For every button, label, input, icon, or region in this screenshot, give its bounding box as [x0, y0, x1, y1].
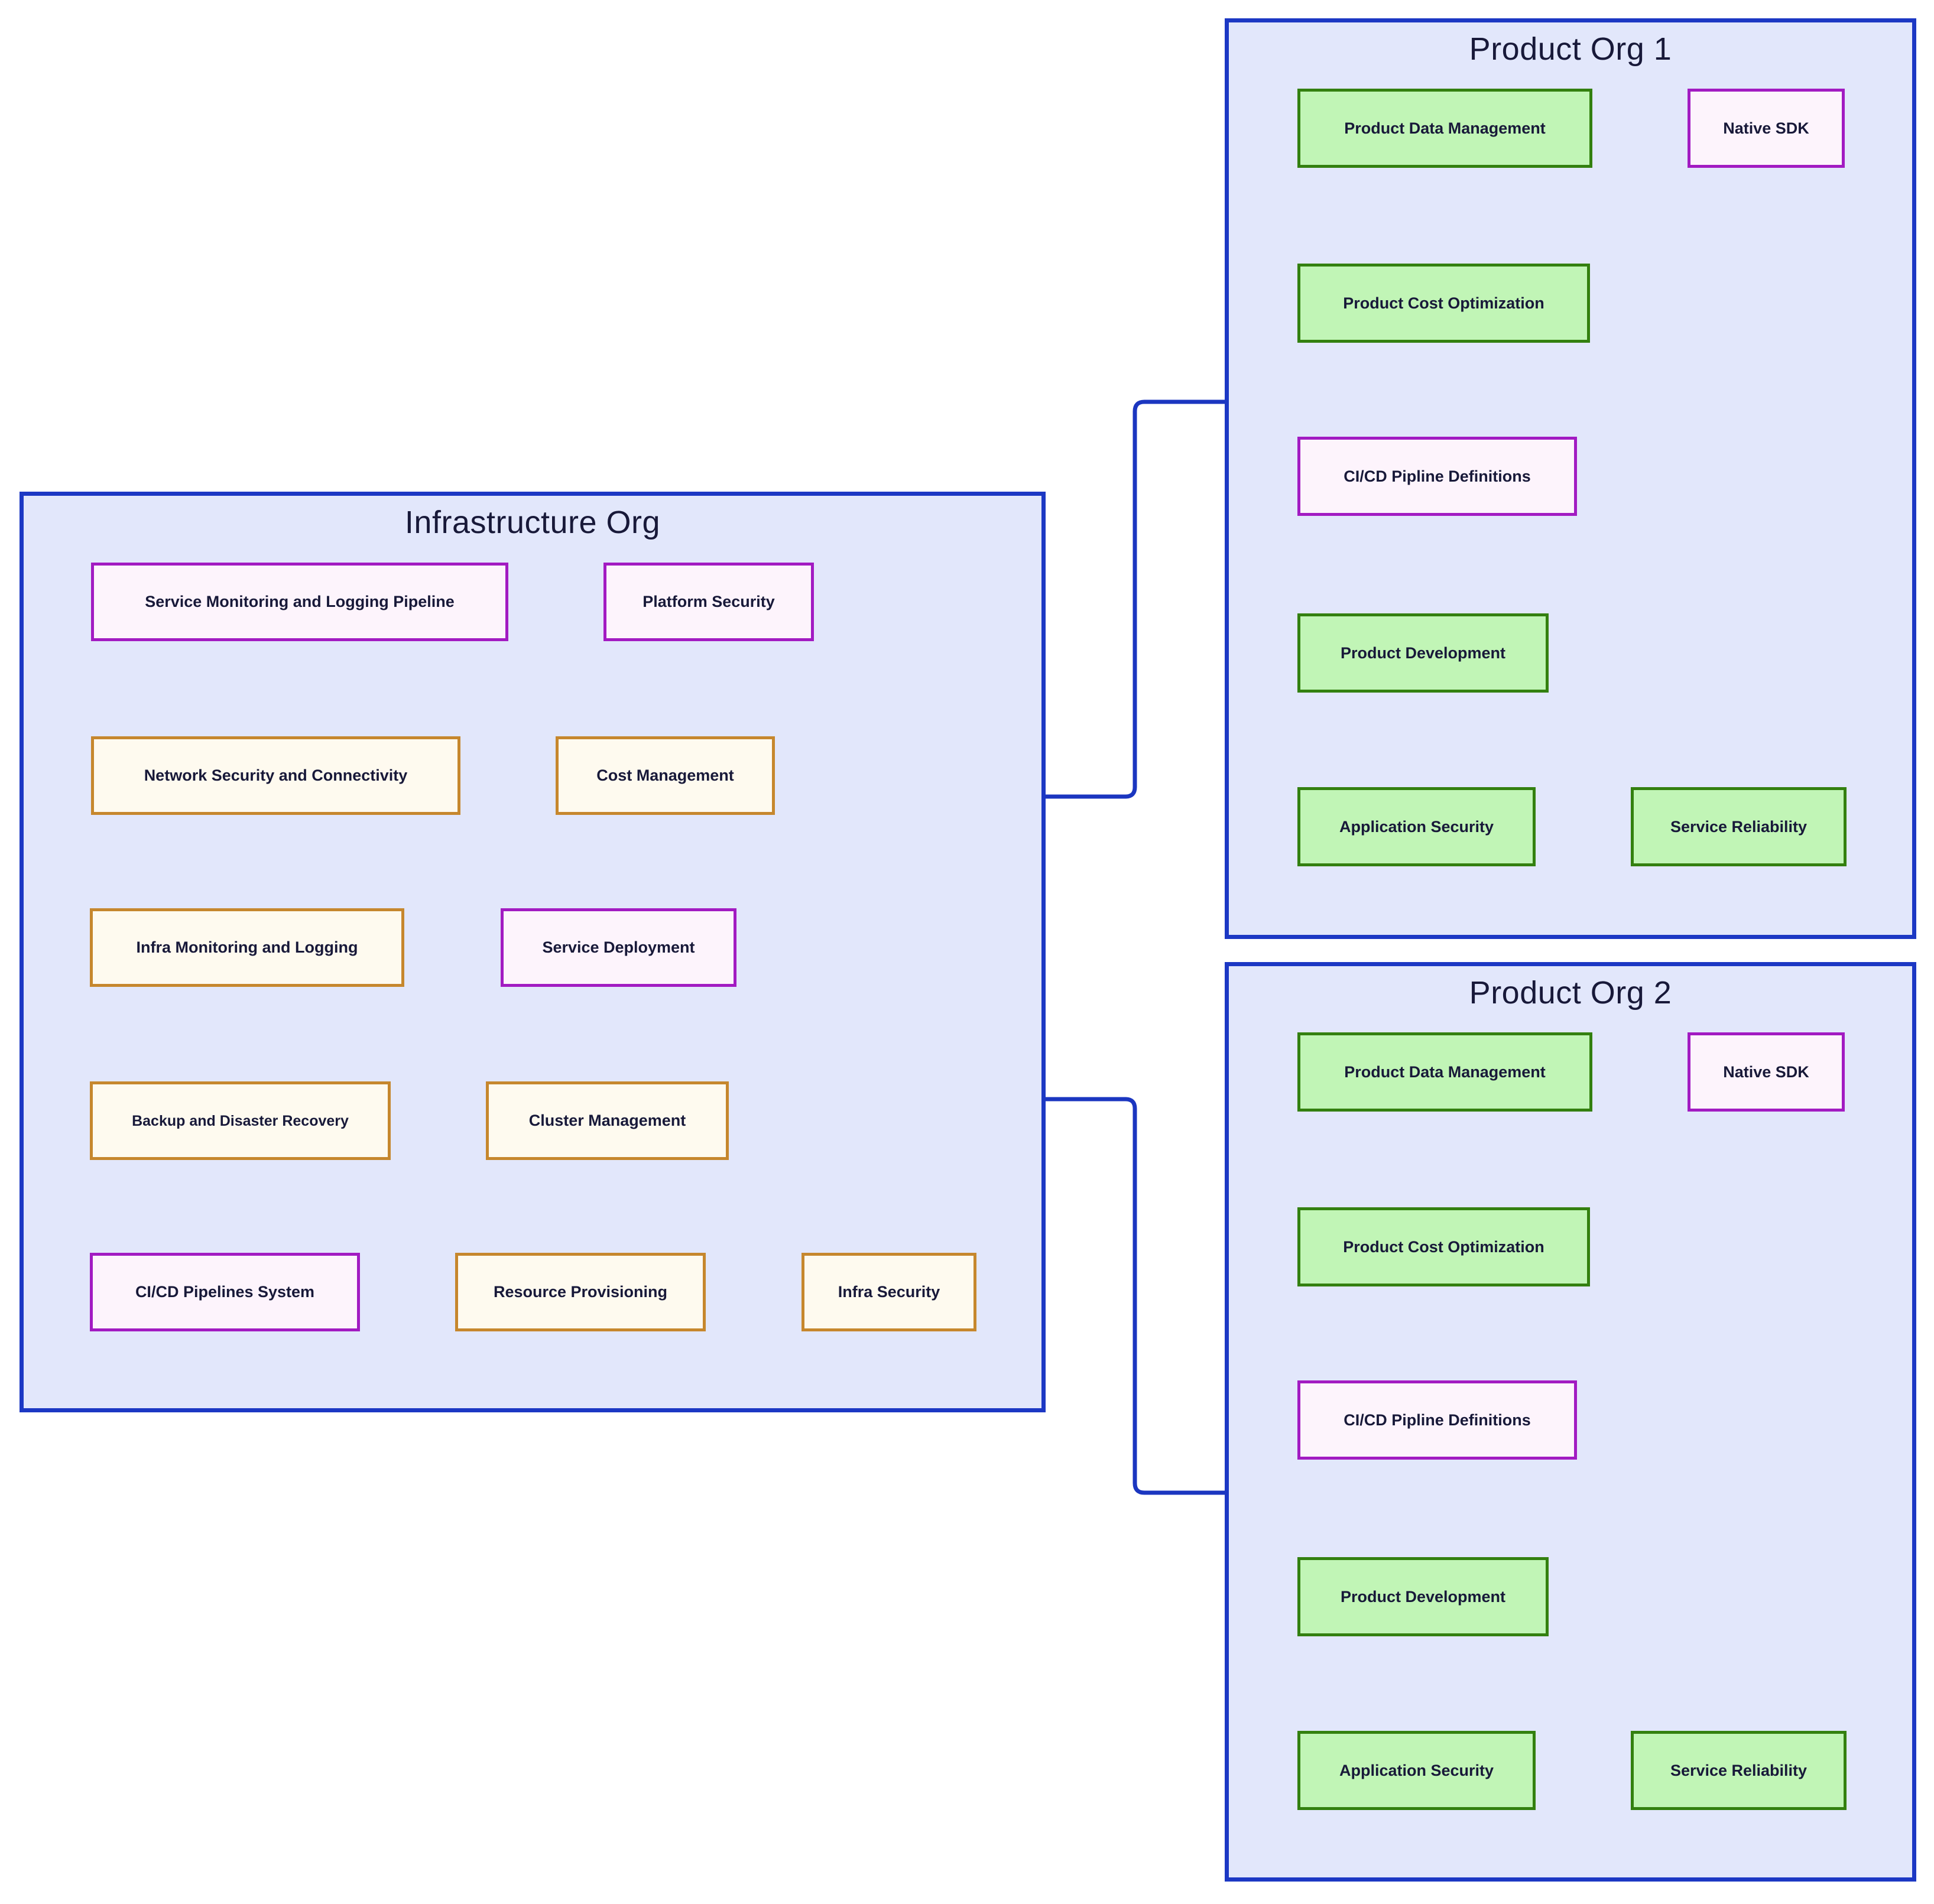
node-org2-product-data-management: Product Data Management [1297, 1032, 1592, 1112]
node-network-security-and-connectivity: Network Security and Connectivity [91, 736, 460, 815]
node-infra-monitoring-and-logging: Infra Monitoring and Logging [90, 908, 404, 987]
node-org1-product-data-management: Product Data Management [1297, 89, 1592, 168]
node-service-deployment: Service Deployment [501, 908, 736, 987]
node-org2-product-cost-optimization: Product Cost Optimization [1297, 1207, 1590, 1286]
node-infra-security: Infra Security [801, 1253, 976, 1331]
connector-infra-to-product-org-1 [1046, 399, 1225, 799]
node-cost-management: Cost Management [556, 736, 775, 815]
node-cicd-pipelines-system: CI/CD Pipelines System [90, 1253, 360, 1331]
node-org1-cicd-pipline-definitions: CI/CD Pipline Definitions [1297, 437, 1577, 516]
node-org2-native-sdk: Native SDK [1688, 1032, 1845, 1112]
node-service-monitoring-and-logging-pipeline: Service Monitoring and Logging Pipeline [91, 563, 508, 641]
cluster-title-product-org-2: Product Org 2 [1469, 975, 1672, 1011]
cluster-title-product-org-1: Product Org 1 [1469, 31, 1672, 67]
node-org2-service-reliability: Service Reliability [1631, 1731, 1847, 1810]
node-backup-and-disaster-recovery: Backup and Disaster Recovery [90, 1081, 391, 1160]
node-org1-product-development: Product Development [1297, 613, 1549, 693]
node-org1-native-sdk: Native SDK [1688, 89, 1845, 168]
node-org2-application-security: Application Security [1297, 1731, 1536, 1810]
node-platform-security: Platform Security [603, 563, 814, 641]
cluster-title-infrastructure-org: Infrastructure Org [404, 505, 661, 540]
node-org2-product-development: Product Development [1297, 1557, 1549, 1636]
node-cluster-management: Cluster Management [486, 1081, 729, 1160]
node-resource-provisioning: Resource Provisioning [455, 1253, 706, 1331]
node-org2-cicd-pipline-definitions: CI/CD Pipline Definitions [1297, 1380, 1577, 1460]
node-org1-application-security: Application Security [1297, 787, 1536, 866]
node-org1-product-cost-optimization: Product Cost Optimization [1297, 264, 1590, 343]
node-org1-service-reliability: Service Reliability [1631, 787, 1847, 866]
connector-infra-to-product-org-2 [1046, 1097, 1225, 1495]
